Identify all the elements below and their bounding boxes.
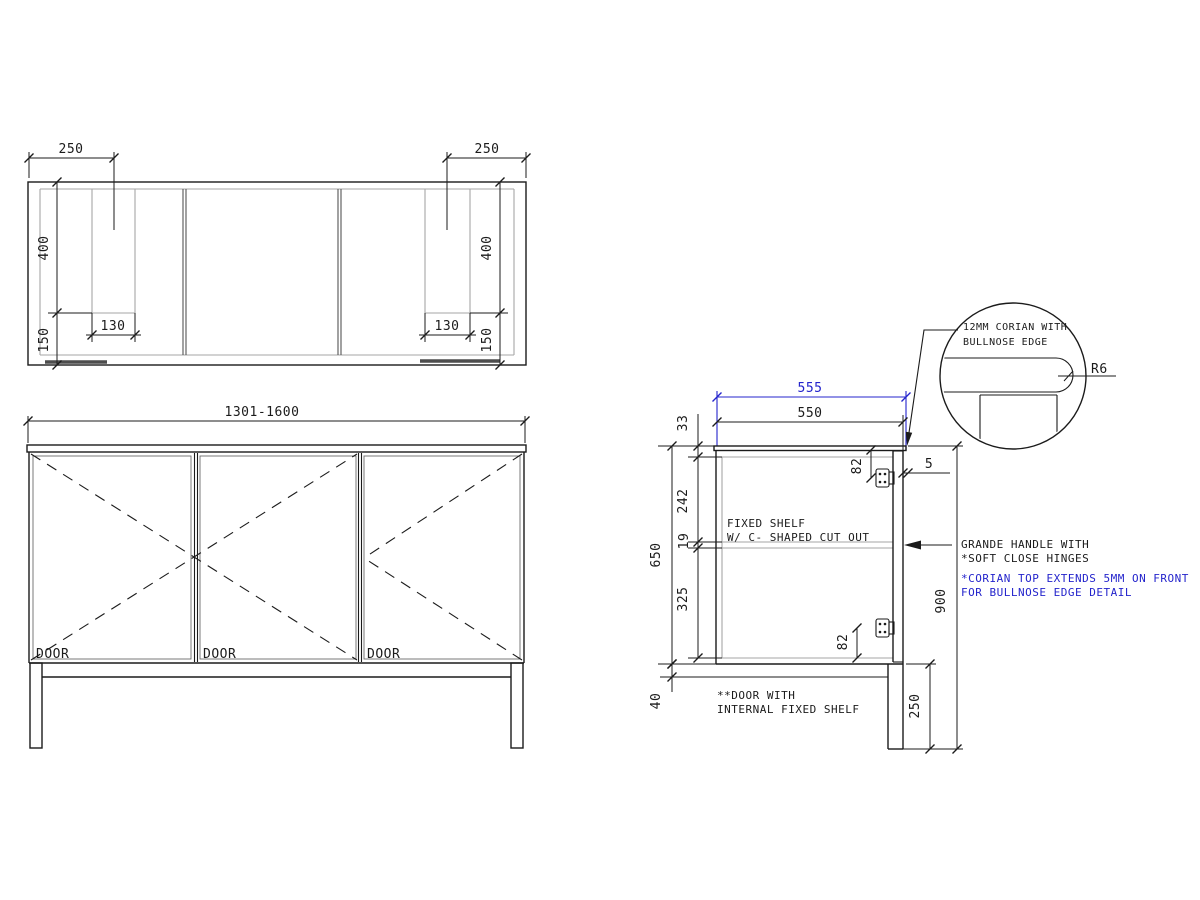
svg-text:INTERNAL FIXED SHELF: INTERNAL FIXED SHELF xyxy=(717,703,859,716)
front-door-panels xyxy=(32,455,521,660)
svg-text:FIXED SHELF: FIXED SHELF xyxy=(727,517,805,530)
door-label-1: DOOR xyxy=(36,647,69,662)
radius-callout: R6 xyxy=(1058,362,1116,382)
section-carcass xyxy=(713,445,907,678)
front-view: 1301-1600 DOOR DOOR DOOR xyxy=(22,405,531,749)
dim-250-left: 250 xyxy=(23,142,120,230)
dim-label: 550 xyxy=(798,406,823,421)
detail-geometry xyxy=(942,357,1074,447)
hinge-symbol-top xyxy=(875,468,895,488)
dim-label: 150 xyxy=(37,328,52,353)
dim-label: 1301-1600 xyxy=(225,405,300,420)
dim-130-right: 130 xyxy=(419,313,476,342)
dim-82-top: 82 xyxy=(850,444,877,484)
door-swing-lines xyxy=(30,453,523,661)
detail-leader xyxy=(906,329,958,444)
front-corian-top xyxy=(26,444,527,453)
top-view-inner-frame xyxy=(39,188,515,356)
top-view-handle-slot-right xyxy=(424,189,471,314)
dim-label: 19 xyxy=(677,533,692,550)
detail-leader-arrowhead xyxy=(905,431,913,446)
detail-note: 12MM CORIAN WITH xyxy=(963,322,1067,333)
dim-label: 150 xyxy=(480,328,495,353)
dim-400-150-right: 400 150 xyxy=(470,176,508,371)
section-door xyxy=(892,450,904,663)
top-view-partitions xyxy=(182,189,342,355)
section-corian-top xyxy=(713,445,907,452)
dim-label: 82 xyxy=(850,458,865,475)
dim-label: 250 xyxy=(475,142,500,157)
dim-label: 400 xyxy=(37,236,52,261)
section-leg xyxy=(887,662,904,750)
dim-label: 242 xyxy=(676,489,691,514)
svg-text:W/ C- SHAPED CUT OUT: W/ C- SHAPED CUT OUT xyxy=(727,531,869,544)
front-carcass xyxy=(28,452,525,664)
dim-width-range: 1301-1600 xyxy=(22,405,531,443)
dim-label: 5 xyxy=(925,457,933,472)
dim-82-bottom: 82 xyxy=(836,622,863,664)
dim-900: 900 xyxy=(908,440,963,755)
door-label-2: DOOR xyxy=(203,647,236,662)
front-legs xyxy=(29,662,524,749)
top-view-handle-slot-left xyxy=(91,189,136,314)
svg-text:GRANDE HANDLE WITH: GRANDE HANDLE WITH xyxy=(961,538,1089,551)
svg-text:*CORIAN TOP EXTENDS 5MM ON FRO: *CORIAN TOP EXTENDS 5MM ON FRONT xyxy=(961,572,1189,585)
detail-note: BULLNOSE EDGE xyxy=(963,337,1048,348)
dim-label: 40 xyxy=(649,693,664,710)
door-note: **DOOR WITH INTERNAL FIXED SHELF xyxy=(717,689,859,716)
fixed-shelf-note: FIXED SHELF W/ C- SHAPED CUT OUT xyxy=(727,517,869,544)
corian-note: *CORIAN TOP EXTENDS 5MM ON FRONT FOR BUL… xyxy=(961,572,1189,599)
dim-chain-left: 33 242 19 325 xyxy=(676,414,722,664)
dim-40: 40 xyxy=(649,658,722,710)
dim-400-150-left: 400 150 xyxy=(37,176,92,371)
dim-label: 130 xyxy=(435,319,460,334)
svg-text:R6: R6 xyxy=(1091,362,1108,377)
dim-130-left: 130 xyxy=(86,313,141,342)
dim-250-leg: 250 xyxy=(903,658,936,755)
dim-label: 130 xyxy=(101,319,126,334)
dim-650: 650 xyxy=(649,440,716,670)
leader-arrowhead xyxy=(904,540,921,550)
top-view-outline xyxy=(27,181,527,366)
dim-label: 250 xyxy=(908,694,923,719)
detail-view: 12MM CORIAN WITH BULLNOSE EDGE R6 xyxy=(905,302,1116,450)
dim-550: 550 xyxy=(711,406,909,450)
dim-label: 250 xyxy=(59,142,84,157)
door-label-3: DOOR xyxy=(367,647,400,662)
bullnose-profile xyxy=(1055,357,1074,393)
svg-text:FOR BULLNOSE EDGE DETAIL: FOR BULLNOSE EDGE DETAIL xyxy=(961,586,1132,599)
dim-555-blue: 555 xyxy=(711,381,912,450)
section-view: 555 550 xyxy=(649,381,1189,755)
svg-text:*SOFT CLOSE HINGES: *SOFT CLOSE HINGES xyxy=(961,552,1089,565)
dim-5-overhang: 5 xyxy=(897,457,950,479)
dim-label: 400 xyxy=(480,236,495,261)
top-view: 250 250 400 150 400 150 13 xyxy=(23,142,532,371)
svg-text:**DOOR WITH: **DOOR WITH xyxy=(717,689,795,702)
front-door-gaps xyxy=(193,453,363,662)
dim-label: 33 xyxy=(676,415,691,432)
dim-label: 650 xyxy=(649,543,664,568)
dim-label: 555 xyxy=(798,381,823,396)
dim-label: 900 xyxy=(934,589,949,614)
hinge-symbol-bottom xyxy=(875,618,895,638)
dim-label: 325 xyxy=(676,587,691,612)
handle-note: GRANDE HANDLE WITH *SOFT CLOSE HINGES xyxy=(904,538,1089,565)
dim-250-right: 250 xyxy=(441,142,532,230)
dim-label: 82 xyxy=(836,634,851,651)
